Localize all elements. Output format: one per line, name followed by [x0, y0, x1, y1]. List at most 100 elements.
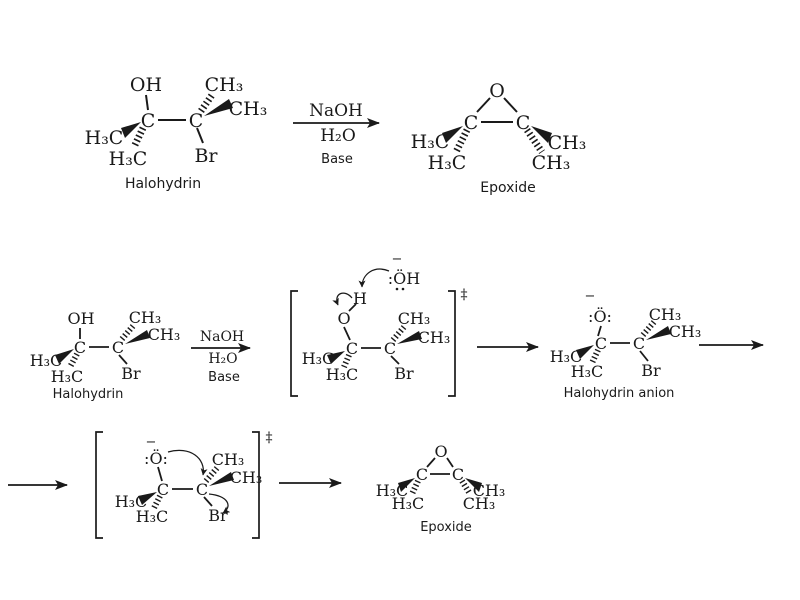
reagent-naoh: NaOH: [200, 329, 244, 345]
wedge-bond-c2-ch3-right: [204, 99, 233, 116]
atom-br: Br: [394, 364, 414, 383]
structure-epoxide-top: O C C H₃C CH₃ H₃C CH₃ Epoxide: [411, 80, 587, 196]
wedge-bond-c1-h3c-left: [398, 478, 415, 492]
bond-c2-br: [118, 354, 128, 365]
bond-o-c1: [476, 97, 491, 113]
reagent-base: Base: [321, 152, 353, 167]
bond-c2-br: [390, 355, 400, 365]
atom-c: C: [464, 112, 479, 134]
bond-o-h: [348, 303, 357, 312]
atom-br: Br: [121, 364, 141, 383]
atom-ch3: CH₃: [473, 481, 506, 500]
reagent-base: Base: [208, 370, 240, 385]
curved-arrow-cbr-to-br: [208, 493, 231, 514]
atom-h3c: H₃C: [115, 492, 148, 511]
atom-c: C: [189, 110, 204, 132]
wedge-bond-c2-ch3-right: [209, 472, 234, 486]
atom-c: C: [74, 338, 86, 357]
reagent-h2o: H₂O: [320, 126, 356, 146]
bond-o-c2: [446, 457, 454, 468]
atom-ch3: CH₃: [418, 328, 451, 347]
label-halohydrin-anion: Halohydrin anion: [564, 386, 675, 401]
wedge-bond-c1-h3c-left: [121, 122, 141, 138]
atom-ch3: CH₃: [649, 305, 682, 324]
wedge-bond-c2-ch3-right: [465, 478, 482, 492]
atom-h3c: H₃C: [302, 349, 335, 368]
bracket-left: [95, 431, 103, 539]
bond-o-c1: [597, 325, 602, 337]
wedge-bond-c1-h3c-left: [55, 349, 74, 364]
hash-bond-c2-ch3-top: [203, 466, 220, 483]
hash-bond-c1-h3c-low: [589, 348, 601, 365]
atom-ch3: CH₃: [548, 132, 587, 154]
atom-h3c: H₃C: [51, 367, 84, 386]
atom-alkoxide: :Ö:: [144, 448, 168, 468]
wedge-bond-c2-ch3-right: [646, 326, 671, 340]
structure-halohydrin-small: OH CH₃ C C CH₃ H₃C H₃C Br Halohydrin: [30, 308, 181, 402]
hash-bond-c1-h3c-low: [130, 126, 147, 149]
charge-minus: −: [146, 435, 157, 450]
bracket-right: [448, 290, 456, 397]
reagent-h2o: H₂O: [208, 351, 237, 367]
structure-halohydrin-anion: − :Ö: C C CH₃ CH₃ H₃C H₃C Br Halohydrin …: [550, 289, 702, 401]
wedge-bond-c2-ch3-right: [397, 331, 422, 344]
structure-epoxide-bottom: O C C H₃C CH₃ H₃C CH₃ Epoxide: [376, 442, 506, 535]
atom-br: Br: [194, 145, 218, 167]
atom-h3c: H₃C: [411, 131, 450, 153]
atom-c: C: [595, 334, 607, 353]
structure-halohydrin-top: OH CH₃ C C CH₃ H₃C H₃C Br Halohydrin: [85, 74, 268, 192]
wedge-bond-c1-h3c-left: [327, 351, 345, 364]
hash-bond-c2-ch3-top: [198, 93, 215, 113]
atom-h3c: H₃C: [428, 152, 467, 174]
label-halohydrin: Halohydrin: [53, 387, 124, 402]
curved-arrow-oh-bond-to-o: [332, 292, 353, 306]
lone-pair-dot: [395, 287, 399, 291]
hash-bond-c2-ch3-low: [524, 128, 545, 154]
atom-c: C: [196, 480, 208, 499]
wedge-bond-c2-ch3-right: [531, 126, 552, 143]
transition-state-1: ‡ − :ÖH H O C C CH₃ CH₃ H₃C H₃C Br: [290, 252, 468, 397]
atom-ch3: CH₃: [212, 450, 245, 469]
atom-c: C: [141, 110, 156, 132]
bracket-left: [290, 290, 298, 397]
hash-bond-c2-ch3-top: [390, 325, 407, 342]
atom-br: Br: [208, 506, 228, 525]
reaction-arrow-1: NaOH H₂O Base: [293, 101, 380, 167]
atom-h3c: H₃C: [109, 148, 148, 170]
atom-alkoxide: :Ö:: [588, 306, 612, 326]
atom-br: Br: [641, 361, 661, 380]
wedge-bond-c1-h3c-left: [442, 126, 463, 143]
atom-o: O: [434, 442, 447, 461]
bracket-right: [252, 431, 260, 539]
atom-ch3: CH₃: [129, 308, 162, 327]
atom-ch3: CH₃: [229, 98, 268, 120]
atom-h3c: H₃C: [30, 351, 63, 370]
atom-h3c: H₃C: [376, 481, 409, 500]
hash-bond-c2-ch3-low: [459, 479, 473, 496]
atom-o: O: [337, 309, 350, 328]
hash-bond-c2-ch3-top: [640, 320, 657, 337]
atom-hydroxide: :ÖH: [388, 268, 421, 288]
bond-c2-br: [196, 127, 204, 144]
atom-c: C: [516, 112, 531, 134]
charge-minus: −: [392, 252, 403, 267]
bond-c2-br: [203, 496, 213, 507]
atom-ch3: CH₃: [205, 74, 244, 96]
bond-o-c1: [426, 457, 436, 468]
atom-ch3: CH₃: [230, 468, 263, 487]
curved-arrow-o-to-c2: [167, 449, 208, 476]
hash-bond-c1-h3c-low: [67, 352, 80, 369]
bond-c1-oh: [145, 94, 149, 111]
atom-oh: OH: [67, 309, 94, 328]
atom-c: C: [157, 480, 169, 499]
atom-o: O: [489, 80, 505, 102]
atom-c: C: [346, 339, 358, 358]
atom-h3c: H₃C: [85, 127, 124, 149]
bond-o-c1: [157, 466, 163, 482]
wedge-bond-c2-ch3-right: [125, 330, 150, 344]
lone-pair-dot: [401, 287, 405, 291]
label-epoxide: Epoxide: [420, 520, 472, 535]
atom-h: H: [353, 289, 367, 308]
